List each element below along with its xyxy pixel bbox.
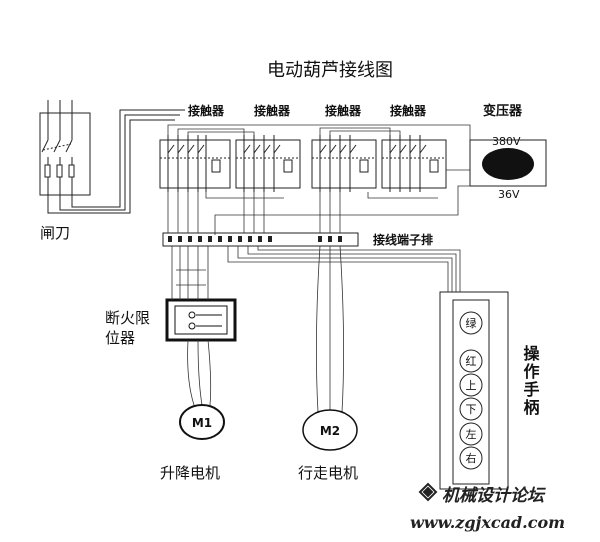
strip-to-limit-wires xyxy=(171,246,209,300)
motor-m1-label: M1 xyxy=(192,416,212,430)
button-down[interactable] xyxy=(459,397,483,421)
transformer xyxy=(469,139,547,187)
button-down-label: 下 xyxy=(466,403,477,416)
watermark-logo-icon xyxy=(418,482,438,502)
watermark-url: www.zgjxcad.com xyxy=(410,513,565,532)
hoist-motor-wires xyxy=(187,339,212,406)
contactor-3 xyxy=(311,135,377,192)
handle-cable xyxy=(227,246,461,292)
button-left-label: 左 xyxy=(466,428,477,441)
button-left[interactable] xyxy=(459,422,483,446)
motor-m2 xyxy=(302,409,358,451)
motor-m1 xyxy=(179,404,225,440)
button-green[interactable] xyxy=(459,311,483,335)
watermark-site-name: 机械设计论坛 xyxy=(442,486,546,506)
travel-motor-wires xyxy=(316,245,344,413)
button-right-label: 右 xyxy=(466,451,477,465)
contactor-2 xyxy=(235,135,301,192)
voltage-36-label: 36V xyxy=(498,188,520,201)
contactor-4-label: 接触器 xyxy=(390,103,427,118)
terminal-strip xyxy=(162,232,359,247)
contactor-3-label: 接触器 xyxy=(325,103,362,118)
limit-switch-label-2: 位器 xyxy=(105,329,135,347)
contactor-2-label: 接触器 xyxy=(254,103,291,118)
button-green-label: 绿 xyxy=(466,316,477,330)
control-handle-label: 操作手柄 xyxy=(521,344,540,417)
travel-motor-label: 行走电机 xyxy=(298,464,358,482)
button-up-label: 上 xyxy=(466,379,477,392)
control-handle xyxy=(439,291,509,490)
limit-switch-label-1: 断火限 xyxy=(105,309,150,327)
hoist-motor-label: 升降电机 xyxy=(160,464,220,482)
knife-switch xyxy=(39,100,185,214)
contactor-1-label: 接触器 xyxy=(188,103,225,118)
voltage-380-label: 380V xyxy=(492,135,521,148)
contactor-to-strip-wires xyxy=(167,192,341,233)
terminal-strip-label: 接线端子排 xyxy=(373,232,433,247)
transformer-label: 变压器 xyxy=(483,103,523,119)
contactor-4 xyxy=(381,135,447,192)
button-right[interactable] xyxy=(459,446,483,470)
handle-buttons xyxy=(459,311,483,470)
contactor-1 xyxy=(159,135,231,192)
button-red[interactable] xyxy=(459,349,483,373)
motor-m2-label: M2 xyxy=(320,424,340,438)
contactor-interconnect xyxy=(167,124,471,199)
button-up[interactable] xyxy=(459,373,483,397)
knife-switch-label: 闸刀 xyxy=(40,224,70,242)
limit-switch xyxy=(165,298,237,342)
terminal-points xyxy=(168,236,342,242)
button-red-label: 红 xyxy=(466,355,477,368)
diagram-title: 电动葫芦接线图 xyxy=(267,60,393,81)
